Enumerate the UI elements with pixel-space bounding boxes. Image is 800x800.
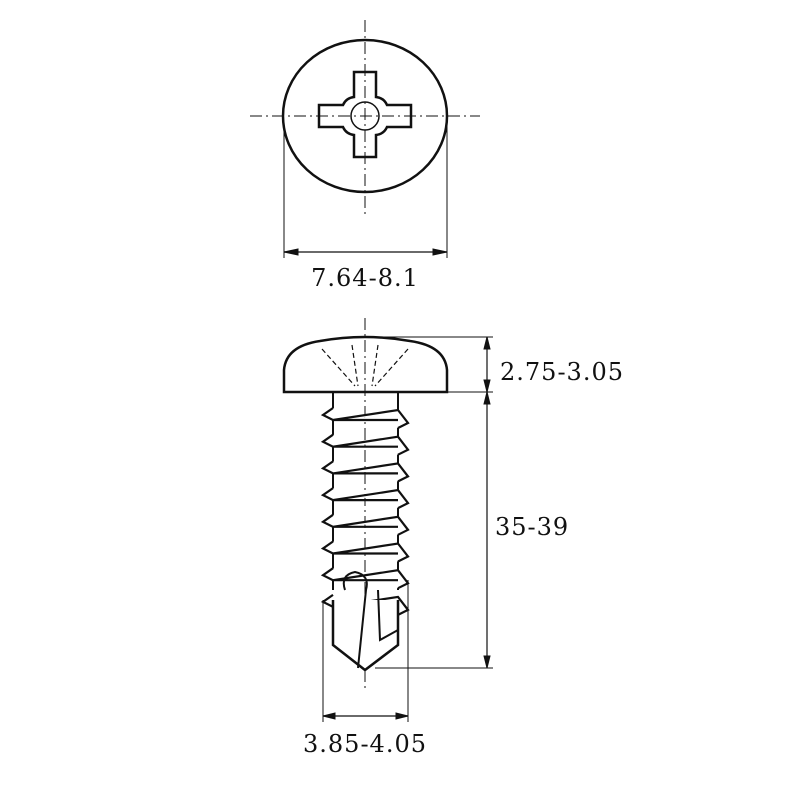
thread-turn — [320, 460, 410, 483]
threads — [320, 407, 410, 616]
pan-head — [282, 335, 449, 394]
phillips-cross-recess — [317, 70, 413, 159]
thread-turn — [320, 407, 410, 429]
head-height-label: 2.75-3.05 — [500, 358, 624, 386]
thread-turn — [320, 433, 410, 456]
thread-turn — [320, 540, 410, 563]
arrowheads — [483, 336, 491, 669]
drill-flute — [342, 570, 399, 669]
arrowheads — [283, 248, 448, 256]
recess-center — [350, 101, 380, 131]
thread-turn — [320, 513, 410, 536]
thread-diameter-label: 3.85-4.05 — [303, 730, 427, 758]
length-label: 35-39 — [495, 513, 569, 541]
side-view — [282, 318, 493, 722]
arrowheads — [322, 712, 409, 720]
head-diameter-label: 7.64-8.1 — [311, 264, 419, 292]
thread-turn — [320, 487, 410, 510]
head-outline — [281, 38, 449, 194]
recess-hidden-lines — [321, 344, 409, 387]
top-view — [250, 20, 480, 258]
